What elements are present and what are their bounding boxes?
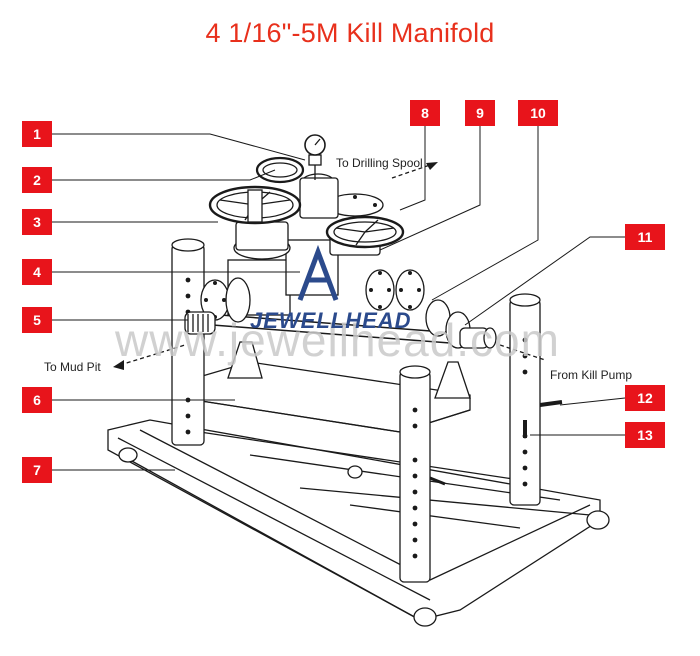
pipe-saddles — [227, 341, 471, 399]
pressure-gauge — [304, 134, 326, 180]
leader-lines — [52, 125, 640, 471]
outlets — [184, 311, 497, 349]
callout-13: 13 — [625, 422, 665, 448]
callout-3: 3 — [22, 209, 52, 235]
label-to-mud-pit: To Mud Pit — [44, 360, 101, 374]
flanges — [200, 173, 471, 349]
callout-7: 7 — [22, 457, 52, 483]
page-title: 4 1/16"-5M Kill Manifold — [205, 18, 495, 48]
callout-4: 4 — [22, 259, 52, 285]
handwheels — [208, 156, 405, 249]
callout-12: 12 — [625, 385, 665, 411]
callout-5: 5 — [22, 307, 52, 333]
skid-frame — [107, 419, 610, 627]
label-from-kill-pump: From Kill Pump — [550, 368, 633, 382]
callout-1: 1 — [22, 121, 52, 147]
support-legs — [171, 238, 563, 583]
flow-arrows — [119, 164, 546, 366]
label-to-drilling-spool: To Drilling Spool — [336, 156, 423, 170]
brand-logo-text: JEWELLHEAD — [250, 308, 412, 333]
callout-6: 6 — [22, 387, 52, 413]
callout-2: 2 — [22, 167, 52, 193]
callout-8: 8 — [410, 100, 440, 126]
callout-10: 10 — [518, 100, 558, 126]
callout-11: 11 — [625, 224, 665, 250]
logo-emblem — [297, 244, 339, 301]
watermark-text: www.jewellhead.com — [115, 314, 560, 366]
callout-9: 9 — [465, 100, 495, 126]
